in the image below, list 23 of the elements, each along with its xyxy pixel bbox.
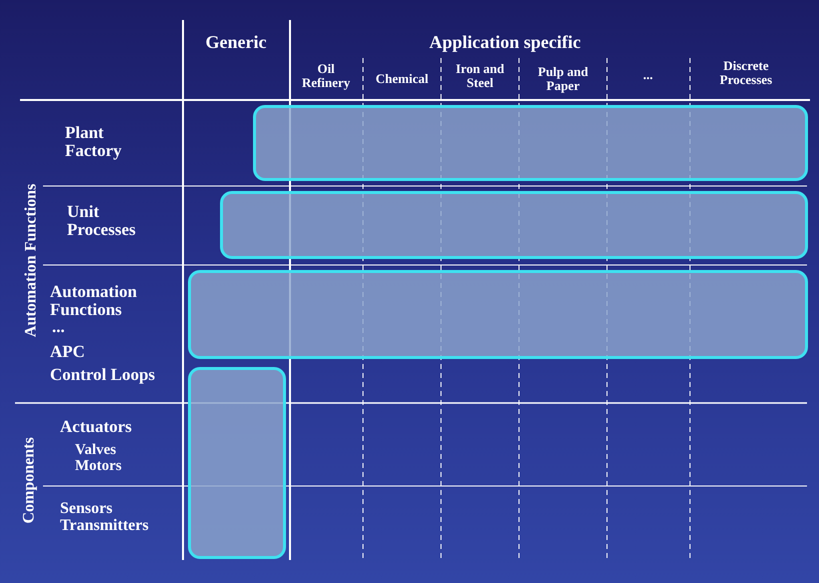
row-label: Control Loops bbox=[50, 366, 156, 384]
row-label: Sensors Transmitters bbox=[60, 501, 150, 535]
column-header: Oil Refinery bbox=[300, 62, 352, 90]
column-header: Discrete Processes bbox=[718, 59, 774, 86]
column-header: Generic bbox=[204, 33, 268, 52]
row-label: APC bbox=[50, 343, 86, 361]
rounded-bar bbox=[253, 105, 808, 181]
rounded-bar bbox=[220, 191, 808, 259]
row-label: Valves Motors bbox=[75, 443, 123, 474]
column-header: Pulp and Paper bbox=[536, 65, 590, 92]
group-label: Components bbox=[22, 436, 38, 526]
column-header: Application specific bbox=[428, 33, 582, 52]
column-header: Chemical bbox=[374, 72, 430, 86]
row-label: Unit Processes bbox=[67, 203, 137, 239]
row-label: Actuators bbox=[60, 418, 133, 436]
row-label: Automation Functions bbox=[50, 283, 138, 319]
column-header: ... bbox=[642, 68, 654, 82]
group-label: Automation Functions bbox=[24, 182, 40, 340]
column-header: Iron and Steel bbox=[454, 62, 506, 90]
row-label: ... bbox=[52, 318, 66, 336]
rounded-bar bbox=[188, 367, 286, 559]
row-label: Plant Factory bbox=[65, 124, 123, 160]
rounded-bar bbox=[188, 270, 808, 359]
